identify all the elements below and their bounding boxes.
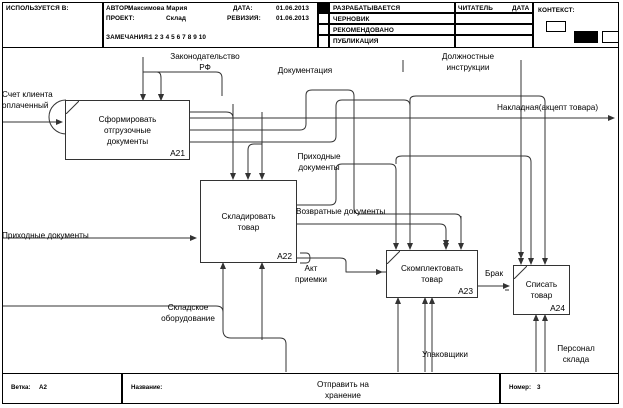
footer-branch-key: Ветка: bbox=[11, 384, 31, 391]
arrow-label-nakladnaya: Накладная(акцепт товара) bbox=[497, 103, 599, 112]
header-status-col-2 bbox=[318, 13, 329, 24]
header-reader-label: ЧИТАТЕЛЬ bbox=[458, 5, 493, 12]
status-label-1: ЧЕРНОВИК bbox=[333, 16, 370, 23]
arrow-label-akt-priemki: Акт приемки bbox=[295, 264, 327, 284]
header-reader-cell: ЧИТАТЕЛЬ ДАТА bbox=[455, 2, 533, 13]
activity-title-a22: Складировать товар bbox=[221, 211, 276, 232]
footer-branch-value: A2 bbox=[39, 384, 47, 391]
header-used-in-label: ИСПОЛЬЗУЕТСЯ В: bbox=[6, 5, 69, 12]
footer-diagram-title: Отправить на хранение bbox=[317, 380, 369, 400]
activity-box-a24[interactable]: Списать товар A24 bbox=[513, 265, 570, 315]
status-label-3: ПУБЛИКАЦИЯ bbox=[333, 38, 379, 45]
header-reader-row-1 bbox=[455, 13, 533, 24]
page-frame bbox=[2, 2, 619, 404]
header-status-row-publikaciya[interactable]: ПУБЛИКАЦИЯ bbox=[329, 35, 455, 48]
header-date-key: ДАТА: bbox=[233, 5, 253, 12]
activity-box-a22[interactable]: Складировать товар A22 bbox=[200, 180, 297, 263]
header-used-in-cell: ИСПОЛЬЗУЕТСЯ В: bbox=[2, 2, 103, 48]
activity-box-a23[interactable]: Скомплектовать товар A23 bbox=[386, 250, 478, 298]
header-status-row-chernovik[interactable]: ЧЕРНОВИК bbox=[329, 13, 455, 24]
status-label-0: РАЗРАБАТЫВАЕТСЯ bbox=[333, 5, 401, 12]
header-author-value: Максимова Мария bbox=[128, 5, 188, 12]
header-author-cell: АВТОР: Максимова Мария ПРОЕКТ: Склад ДАТ… bbox=[103, 2, 318, 48]
footer-number-key: Номер: bbox=[509, 384, 532, 391]
header-project-value: Склад bbox=[166, 15, 187, 22]
header-context-cell: КОНТЕКСТ: bbox=[533, 2, 619, 48]
footer-branch-cell: Ветка: A2 bbox=[2, 373, 122, 404]
activity-box-a21[interactable]: Сформировать отгрузочные документы A21 bbox=[65, 100, 190, 160]
footer-name-key: Название: bbox=[131, 384, 163, 391]
footer-number-cell: Номер: 3 bbox=[500, 373, 619, 404]
arrow-label-dokumentaciya: Документация bbox=[277, 66, 333, 75]
activity-code-a24: A24 bbox=[550, 303, 565, 313]
arrow-label-prihodnye-dokumenty-input: Приходные документы bbox=[2, 231, 89, 240]
header-author-key: АВТОР: bbox=[106, 5, 131, 12]
arrow-label-skladskoe-oborudovanie: Складское оборудование bbox=[161, 303, 215, 323]
header-notes-key: ЗАМЕЧАНИЯ: bbox=[106, 34, 151, 41]
header-date-col-label: ДАТА bbox=[512, 5, 530, 12]
context-box-top[interactable] bbox=[546, 21, 566, 32]
header-context-label: КОНТЕКСТ: bbox=[538, 7, 575, 14]
header-status-marker bbox=[318, 2, 329, 13]
activity-code-a21: A21 bbox=[170, 148, 185, 158]
activity-code-a23: A23 bbox=[458, 286, 473, 296]
header-status-col-4 bbox=[318, 35, 329, 48]
header-project-key: ПРОЕКТ: bbox=[106, 15, 135, 22]
arrow-label-prihodnye-dokumenty-control: Приходные документы bbox=[297, 152, 341, 172]
header-revision-key: РЕВИЗИЯ: bbox=[227, 15, 261, 22]
arrow-label-vozvratnye-dokumenty: Возвратные документы bbox=[296, 207, 386, 216]
arrow-label-upakovshiki: Упаковщики bbox=[422, 350, 468, 359]
activity-title-a21: Сформировать отгрузочные документы bbox=[98, 114, 157, 146]
activity-title-a24: Списать товар bbox=[525, 280, 558, 300]
tunnel-corner-icon-a24 bbox=[514, 266, 527, 279]
status-label-2: РЕКОМЕНДОВАНО bbox=[333, 27, 394, 34]
header-reader-row-3 bbox=[455, 35, 533, 48]
header-status-row-rekomendovano[interactable]: РЕКОМЕНДОВАНО bbox=[329, 24, 455, 35]
footer-number-value: 3 bbox=[537, 384, 541, 391]
footer-name-cell: Название: Отправить на хранение bbox=[122, 373, 500, 404]
header-notes-numbers: 1 2 3 4 5 6 7 8 9 10 bbox=[149, 34, 207, 41]
arrow-label-zakonodatelstvo: Законодательство РФ bbox=[170, 52, 240, 72]
arrow-label-personal-sklada: Персонал склада bbox=[557, 344, 595, 364]
arrow-label-brak: Брак bbox=[484, 269, 504, 278]
header-status-row-razrabatyvaetsya[interactable]: РАЗРАБАТЫВАЕТСЯ bbox=[329, 2, 455, 13]
header-reader-row-2 bbox=[455, 24, 533, 35]
activity-title-a23: Скомплектовать товар bbox=[400, 264, 464, 284]
header-status-col-3 bbox=[318, 24, 329, 35]
arrow-label-schet-klienta: Счет клиента оплаченный bbox=[2, 90, 53, 110]
header-revision-value: 01.06.2013 bbox=[276, 15, 309, 22]
context-box-filled[interactable] bbox=[574, 31, 598, 43]
header-date-value: 01.06.2013 bbox=[276, 5, 309, 12]
activity-code-a22: A22 bbox=[277, 251, 292, 261]
arrow-label-dolzhnostnye-instrukcii: Должностные инструкции bbox=[441, 52, 495, 72]
context-box-right[interactable] bbox=[602, 31, 618, 43]
